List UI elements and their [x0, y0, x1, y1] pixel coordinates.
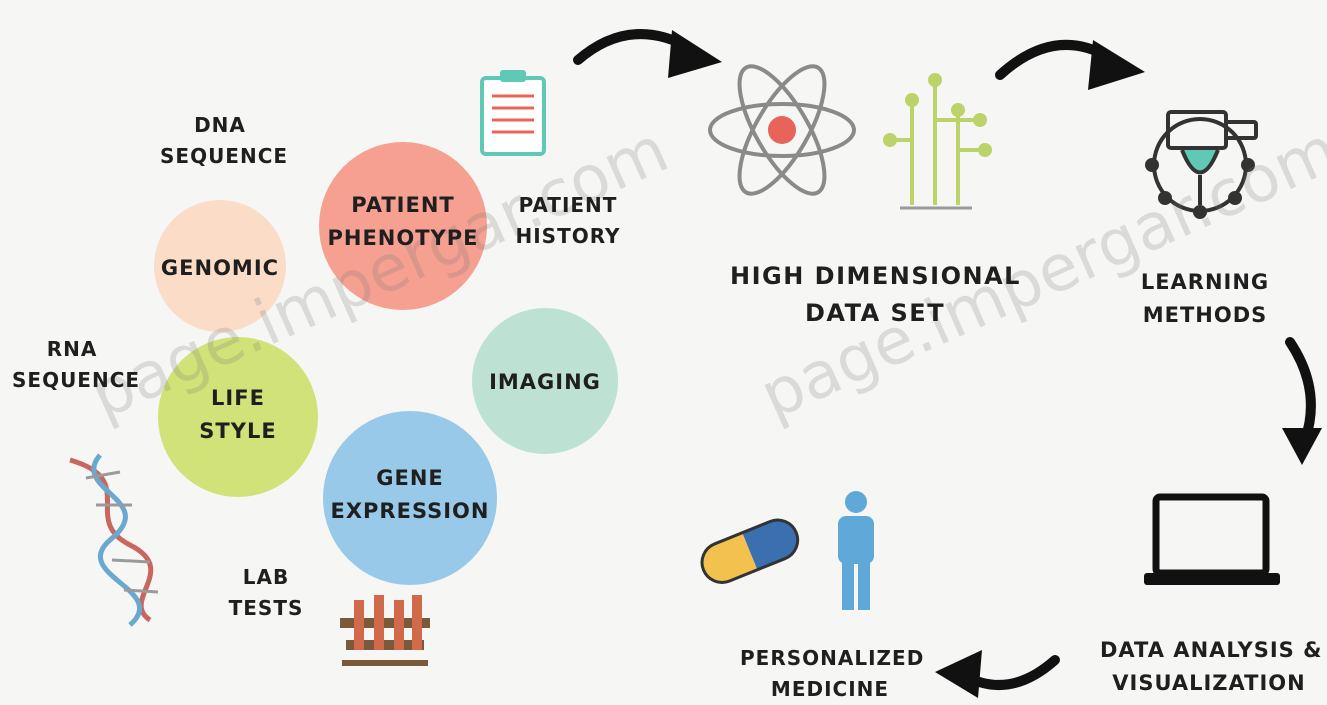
high-dimensional-label: HIGH DIMENSIONAL DATA SET — [730, 262, 1021, 328]
imaging-circle — [472, 308, 618, 454]
personalized-medicine-label: PERSONALIZED MEDICINE — [740, 646, 925, 701]
patient-phenotype-circle — [319, 142, 487, 310]
patient-phenotype-label: PATIENT PHENOTYPE — [327, 193, 479, 250]
learning-methods-label: LEARNING METHODS — [1140, 270, 1270, 327]
learning-icon — [1145, 110, 1258, 219]
patient-history-label: PATIENT HISTORY — [515, 193, 621, 248]
lab-tests-label: LAB TESTS — [228, 565, 304, 620]
person-icon — [838, 491, 874, 610]
clipboard-icon — [480, 70, 546, 156]
arrow-to-medicine — [935, 650, 1060, 698]
rna-sequence-label: RNA SEQUENCE — [12, 337, 141, 392]
gene-expression-circle — [323, 411, 497, 585]
life-style-label: LIFE STYLE — [199, 386, 277, 443]
genomic-circle — [154, 200, 286, 332]
laptop-icon — [1144, 493, 1280, 585]
dna-sequence-label: DNA SEQUENCE — [160, 113, 289, 168]
atom-icon — [708, 64, 856, 196]
imaging-label: IMAGING — [489, 370, 601, 394]
data-analysis-label: DATA ANALYSIS & VISUALIZATION — [1100, 638, 1323, 695]
dna-helix-icon — [69, 453, 159, 627]
circuit-icon — [883, 73, 992, 210]
lab-rack-icon — [340, 595, 430, 666]
arrow-to-analysis — [1282, 337, 1322, 465]
arrow-to-learning — [995, 39, 1145, 90]
pill-icon — [700, 518, 800, 584]
gene-expression-label: GENE EXPRESSION — [330, 466, 490, 523]
life-style-circle — [158, 337, 318, 497]
arrow-to-dataset — [573, 29, 722, 78]
genomic-label: GENOMIC — [160, 256, 280, 280]
